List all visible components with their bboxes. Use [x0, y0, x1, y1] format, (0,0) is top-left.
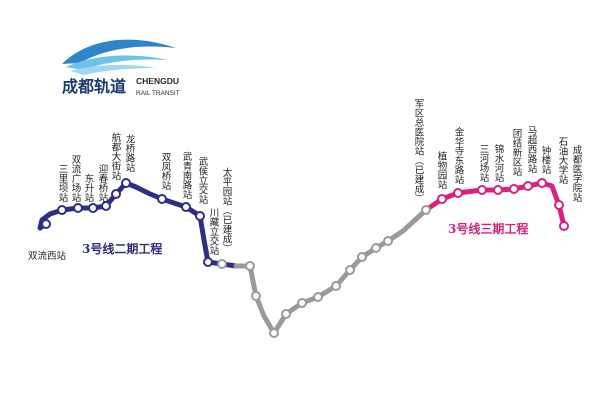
station-label: 石油大学站 — [557, 137, 569, 185]
station-marker — [313, 292, 323, 302]
station-marker — [509, 184, 519, 194]
station-marker — [111, 189, 121, 199]
station-marker — [195, 211, 205, 221]
station-labels: 双流西站 三里坝站双流广场站东升站迎春桥站航都大街站龙桥路站 双凤桥站武青南路站武侯… — [28, 99, 582, 263]
station-label: 龙桥路站 — [124, 133, 136, 173]
station-marker — [88, 203, 98, 213]
station-marker — [383, 236, 393, 246]
station-label: 双凤桥站 — [160, 152, 172, 191]
chengdu-rail-transit-logo: 成都轨道 CHENGDU RAIL TRANSIT — [62, 39, 180, 97]
station-label: 武侯立交站 — [197, 156, 209, 205]
station-label: 武青南路站 — [181, 151, 193, 200]
station-marker — [554, 200, 564, 210]
station-marker — [345, 265, 355, 275]
station-label: 三里坝站 — [57, 164, 69, 203]
station-label: 三河场站 — [478, 144, 490, 183]
station-marker — [41, 219, 51, 229]
station-marker — [245, 261, 255, 271]
station-label: 军区总医院站（已建成） — [413, 99, 425, 204]
station-label: 团结新区站 — [511, 129, 523, 177]
station-marker — [203, 257, 213, 267]
station-label: 双流西站 — [28, 250, 67, 262]
station-marker — [453, 188, 463, 198]
station-marker — [493, 185, 503, 195]
station-marker — [357, 252, 367, 262]
station-marker — [297, 298, 307, 308]
station-marker — [101, 201, 111, 211]
station-marker — [181, 202, 191, 212]
station-label: 锦水河站 — [493, 143, 505, 183]
station-marker — [421, 205, 431, 215]
station-marker — [331, 281, 341, 291]
line-segment-built — [233, 207, 429, 336]
station-marker — [269, 328, 279, 338]
stations — [41, 178, 569, 338]
logo-name-cn: 成都轨道 — [62, 77, 126, 96]
station-label: 金华寺东路站 — [453, 126, 465, 185]
station-marker — [251, 291, 261, 301]
logo-swoosh-icon — [62, 39, 176, 75]
station-marker — [537, 178, 547, 188]
station-label: 东升站 — [83, 173, 95, 203]
station-marker — [371, 243, 381, 253]
station-label: 钟楼站 — [540, 145, 552, 175]
station-marker — [437, 194, 447, 204]
station-label: 成都医学院站 — [571, 144, 583, 203]
station-marker — [217, 259, 227, 269]
station-marker — [523, 181, 533, 191]
station-marker — [281, 309, 291, 319]
station-label: 双流广场站 — [70, 155, 82, 203]
segment-label-phase2: 3号线二期工程 — [82, 241, 162, 256]
station-marker — [73, 203, 83, 213]
station-label: 川藏立交站 — [208, 208, 220, 256]
station-label: 植物园站 — [436, 150, 448, 190]
logo-name-en-1: CHENGDU — [136, 76, 179, 86]
segment-label-phase3: 3号线三期工程 — [448, 221, 528, 236]
station-marker — [559, 221, 569, 231]
station-marker — [121, 178, 131, 188]
station-label: 太平园站（已建成） — [221, 167, 233, 253]
station-label: 航都大街站 — [110, 132, 122, 181]
station-label: 马超西路站 — [526, 126, 538, 174]
station-marker — [157, 194, 167, 204]
station-marker — [477, 185, 487, 195]
logo-name-en-2: RAIL TRANSIT — [136, 90, 180, 97]
station-marker — [57, 205, 67, 215]
station-label: 迎春桥站 — [97, 163, 109, 203]
